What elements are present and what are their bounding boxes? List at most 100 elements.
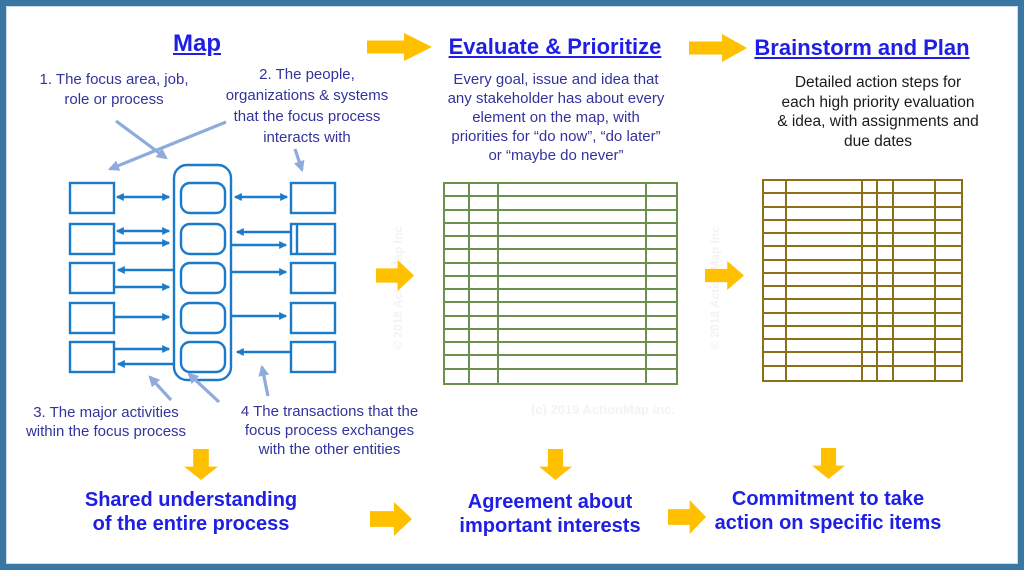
grid-cell — [786, 353, 863, 367]
grid-cell — [646, 356, 676, 370]
grid-cell — [469, 276, 500, 291]
grid-cell — [863, 366, 878, 380]
grid-cell — [646, 264, 676, 277]
grid-cell — [499, 276, 647, 291]
grid-cell — [894, 181, 937, 195]
grid-cell — [646, 290, 676, 304]
grid-cell — [786, 300, 863, 314]
grid-cell — [862, 194, 878, 208]
grid-cell — [469, 263, 500, 277]
grid-cell — [445, 276, 470, 291]
grid-cell — [764, 353, 787, 367]
grid-cell — [445, 369, 470, 383]
grid-cell — [862, 313, 878, 327]
external-entities-right — [289, 181, 337, 374]
grid-cell — [786, 234, 863, 248]
grid-cell — [936, 274, 961, 288]
grid-cell — [499, 369, 647, 383]
grid-cell — [877, 207, 895, 221]
grid-cell — [894, 313, 937, 327]
grid-cell — [862, 207, 878, 221]
grid-cell — [786, 194, 863, 208]
grid-cell — [469, 290, 500, 304]
grid-cell — [894, 234, 937, 248]
outcome-commitment: Commitment to take action on specific it… — [714, 488, 942, 534]
grid-cell — [499, 303, 647, 317]
grid-cell — [646, 277, 676, 291]
grid-cell — [877, 247, 895, 261]
grid-cell — [764, 220, 787, 235]
grid-cell — [877, 300, 895, 314]
grid-cell — [499, 250, 647, 264]
brainstorm-title: Brainstorm and Plan — [754, 35, 970, 60]
grid-cell — [499, 343, 647, 357]
arrow-down-map-outcome — [184, 449, 218, 480]
grid-cell — [894, 287, 937, 301]
grid-cell — [445, 263, 470, 277]
grid-cell — [764, 300, 787, 314]
grid-cell — [877, 234, 895, 248]
grid-cell — [445, 223, 470, 238]
map-note-3: 3. The major activities within the focus… — [25, 404, 187, 440]
grid-cell — [469, 237, 500, 251]
map-note-2: 2. The people, organizations & systems t… — [225, 66, 389, 146]
flow-arrow-evaluate-to-brainstorm — [689, 34, 747, 62]
grid-cell — [646, 197, 676, 211]
annotation-arrows — [107, 119, 305, 404]
grid-cell — [877, 313, 895, 327]
grid-cell — [786, 340, 863, 354]
grid-cell — [764, 181, 787, 195]
grid-cell — [764, 326, 787, 341]
grid-cell — [936, 261, 961, 274]
grid-cell — [894, 207, 937, 221]
grid-cell — [894, 194, 937, 208]
grid-cell — [786, 313, 863, 327]
grid-cell — [764, 273, 787, 288]
grid-cell — [936, 194, 961, 208]
grid-cell — [936, 287, 961, 301]
copyright-watermark-right: © 2018 ActionMap Inc — [708, 226, 722, 350]
grid-cell — [786, 247, 863, 261]
grid-cell — [862, 260, 878, 274]
grid-cell — [445, 197, 470, 211]
grid-cell — [894, 326, 937, 341]
grid-cell — [894, 220, 937, 235]
grid-cell — [894, 353, 937, 367]
grid-cell — [469, 356, 500, 370]
grid-cell — [469, 329, 500, 344]
grid-cell — [470, 369, 500, 383]
grid-cell — [764, 194, 787, 208]
grid-cell — [894, 273, 937, 288]
grid-cell — [894, 366, 937, 380]
external-entities-left — [68, 181, 116, 374]
grid-cell — [787, 366, 863, 380]
plan-grid — [762, 179, 963, 382]
grid-cell — [646, 330, 676, 344]
copyright-watermark: (c) 2019 ActionMap Inc. — [531, 402, 675, 417]
grid-cell — [786, 207, 863, 221]
grid-cell — [646, 211, 676, 224]
grid-cell — [499, 290, 647, 304]
grid-cell — [877, 340, 895, 354]
process-map-diagram — [68, 119, 337, 404]
grid-cell — [862, 340, 878, 354]
grid-cell — [499, 263, 647, 277]
grid-cell — [469, 343, 500, 357]
grid-cell — [499, 197, 647, 211]
grid-cell — [862, 234, 878, 248]
grid-cell — [894, 260, 937, 274]
transaction-arrows — [115, 193, 290, 368]
grid-cell — [499, 237, 647, 251]
grid-cell — [877, 326, 895, 341]
grid-cell — [646, 224, 676, 238]
grid-cell — [445, 329, 470, 344]
grid-cell — [936, 353, 961, 367]
grid-cell — [499, 184, 647, 198]
grid-cell — [786, 260, 863, 274]
grid-cell — [445, 303, 470, 317]
grid-cell — [499, 356, 647, 370]
grid-cell — [469, 303, 500, 317]
grid-cell — [499, 329, 647, 344]
grid-cell — [936, 340, 961, 354]
grid-cell — [862, 353, 878, 367]
